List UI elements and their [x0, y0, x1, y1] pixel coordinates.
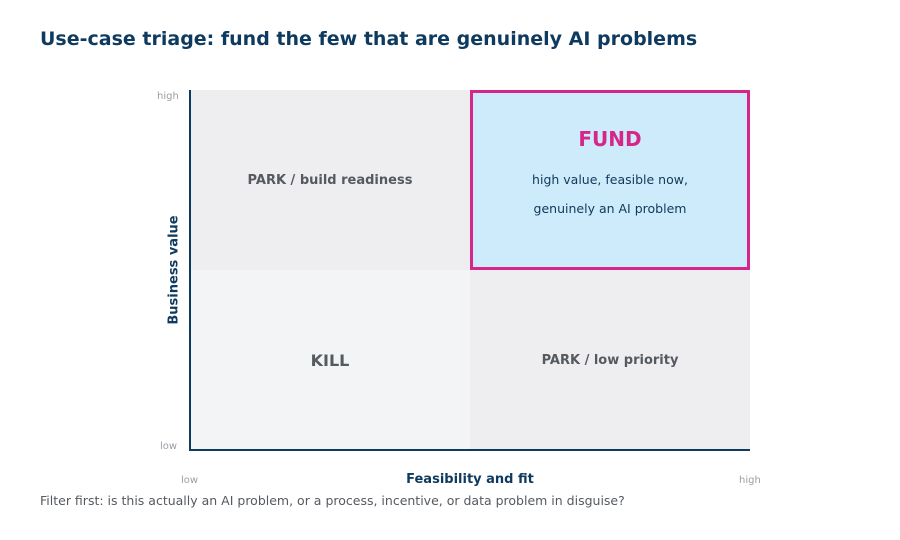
- footnote: Filter first: is this actually an AI pro…: [40, 493, 625, 508]
- fund-label: FUND: [578, 127, 642, 151]
- x-axis-line: [189, 449, 750, 451]
- quadrant-label: PARK / low priority: [541, 352, 679, 368]
- x-axis-low-tick: low: [181, 475, 199, 486]
- x-axis-label: Feasibility and fit: [406, 472, 534, 487]
- fund-description-line-1: high value, feasible now,: [532, 172, 688, 187]
- fund-description: high value, feasible now, genuinely an A…: [532, 165, 688, 223]
- quadrant-park-build-readiness: PARK / build readiness: [190, 90, 470, 270]
- quadrant-park-low-priority: PARK / low priority: [470, 270, 750, 450]
- y-axis-line: [189, 90, 191, 451]
- y-axis-high-tick: high: [157, 91, 179, 102]
- triage-matrix: PARK / build readiness FUND high value, …: [190, 90, 750, 450]
- y-axis-label: Business value: [166, 215, 182, 325]
- quadrant-kill: KILL: [190, 270, 470, 450]
- fund-description-line-2: genuinely an AI problem: [533, 201, 687, 216]
- kill-label: KILL: [310, 350, 350, 370]
- quadrant-label: PARK / build readiness: [247, 172, 413, 188]
- y-axis-low-tick: low: [160, 441, 178, 452]
- x-axis-high-tick: high: [739, 475, 761, 486]
- quadrant-fund: FUND high value, feasible now, genuinely…: [470, 90, 750, 270]
- page-title: Use-case triage: fund the few that are g…: [40, 28, 698, 50]
